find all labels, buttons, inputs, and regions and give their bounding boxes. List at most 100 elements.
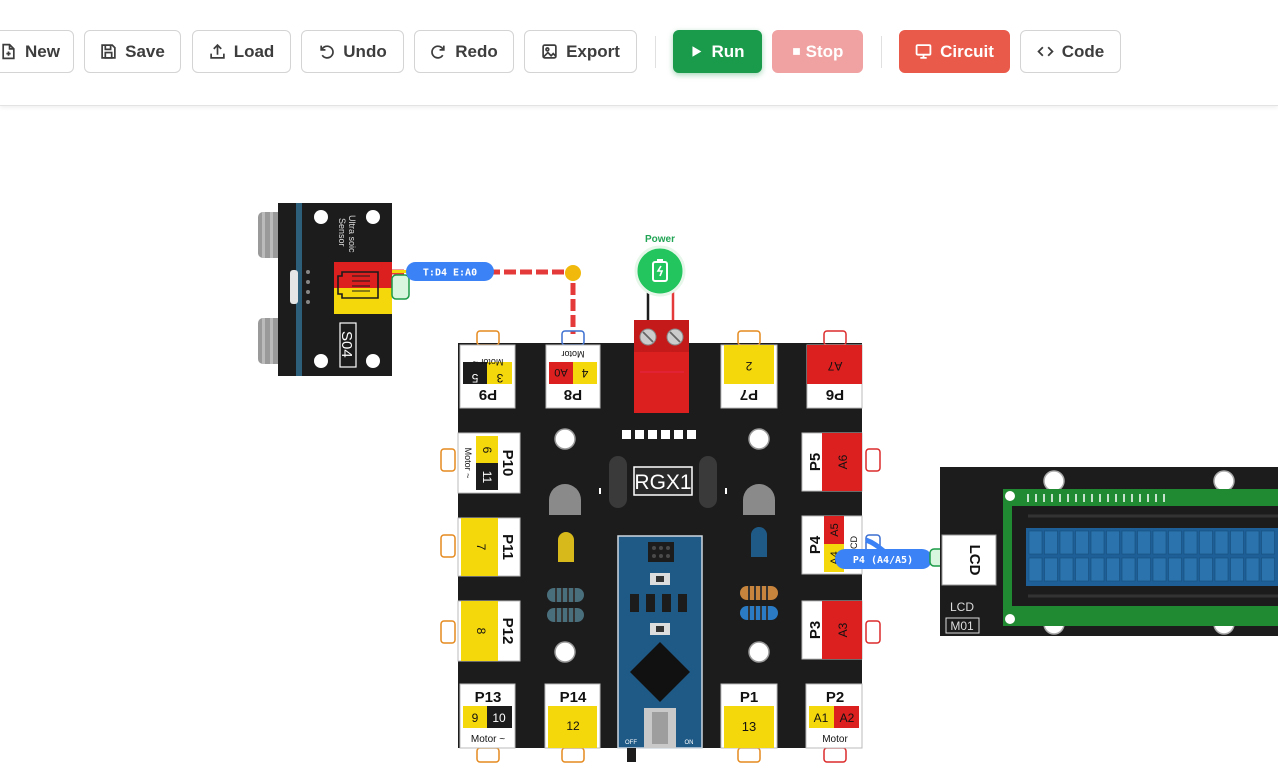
switch-off-label: OFF <box>625 740 637 746</box>
lcd-cell <box>1183 557 1198 582</box>
stop-button[interactable]: Stop <box>772 30 863 73</box>
ultrasonic-title-2: Sensor <box>337 218 347 247</box>
port-p3[interactable]: A3 P3 <box>801 600 863 660</box>
lcd-cell <box>1106 557 1120 582</box>
lcd-cell <box>1121 530 1136 555</box>
lcd-cell <box>1168 530 1182 555</box>
ultrasonic-title: Ultra soic <box>347 215 357 253</box>
connection-badge[interactable] <box>835 549 932 569</box>
mount-hole <box>314 354 328 368</box>
code-button-label: Code <box>1061 41 1105 61</box>
lcd-pcb-hole <box>1005 491 1015 501</box>
mount-hole <box>314 210 328 224</box>
circuit-button[interactable]: Circuit <box>899 30 1010 73</box>
buzzer-left <box>549 484 601 515</box>
circuit-button-label: Circuit <box>940 41 994 61</box>
port-p10[interactable]: Motor ~ 6 11 P10 <box>457 432 521 494</box>
port-p4-name: P4 <box>807 535 824 554</box>
port-p1[interactable]: P1 13 <box>720 683 778 749</box>
port-p10-motor: Motor ~ <box>463 448 473 479</box>
code-button[interactable]: Code <box>1020 30 1121 73</box>
power-button[interactable]: Power <box>634 234 686 297</box>
lcd-cell <box>1075 557 1089 582</box>
port-p4-pin-a: A5 <box>829 523 841 536</box>
connection-badge[interactable] <box>406 262 494 281</box>
save-button[interactable]: Save <box>84 30 181 73</box>
wire-bend-handle[interactable] <box>565 265 581 281</box>
port-p9-name: P9 <box>479 386 497 403</box>
lcd-cell <box>1168 557 1182 582</box>
port-p7[interactable]: 2 P7 <box>720 344 778 409</box>
port-p6-name: P6 <box>826 386 844 403</box>
redo-icon <box>431 45 445 59</box>
ultrasonic-model: S04 <box>338 331 355 358</box>
lcd-cell <box>1028 530 1043 555</box>
port-p5[interactable]: A6 P5 <box>801 432 863 492</box>
lcd-connector-label: LCD <box>966 545 983 576</box>
lcd-cell <box>1214 557 1229 582</box>
port-p13-motor: Motor ~ <box>471 734 505 745</box>
port-p9-pin-a: 5 <box>471 371 478 385</box>
port-p5-pin: A6 <box>836 454 850 469</box>
port-p11-pin: 7 <box>474 544 488 551</box>
lcd-module[interactable]: LCD LCD M01 <box>940 467 1278 636</box>
port-p3-pin: A3 <box>836 622 850 637</box>
port-p8-name: P8 <box>564 386 582 403</box>
new-button[interactable]: New <box>0 30 74 73</box>
port-p8[interactable]: Motor A0 4 P8 <box>545 344 601 409</box>
wire-ultrasonic-p8[interactable]: T:D4 E:A0 <box>391 262 581 334</box>
port-p1-name: P1 <box>740 689 758 706</box>
lcd-cell <box>1152 557 1167 582</box>
ultrasonic-model-box <box>339 322 357 368</box>
load-button-label: Load <box>233 41 275 61</box>
upload-icon <box>209 43 225 59</box>
ultrasonic-edge-stripe <box>296 203 302 376</box>
port-p14[interactable]: P14 12 <box>544 683 601 749</box>
rgx1-board[interactable]: Power <box>440 234 881 763</box>
port-p14-name: P14 <box>560 689 587 706</box>
port-p13-pin-b: 10 <box>492 711 506 725</box>
led-yellow <box>558 532 574 562</box>
port-p6[interactable]: A7 P6 <box>806 344 863 409</box>
port-p10-pin-b: 11 <box>480 471 494 484</box>
run-button-label: Run <box>711 41 745 61</box>
port-p2[interactable]: P2 A1 A2 Motor <box>805 683 863 749</box>
run-button[interactable]: Run <box>673 30 762 73</box>
port-p13-name: P13 <box>475 689 502 706</box>
crystal <box>290 270 298 304</box>
redo-button[interactable]: Redo <box>414 30 514 73</box>
buzzer-right <box>725 484 775 515</box>
port-p12[interactable]: 8 P12 <box>457 600 521 662</box>
ultrasonic-connector <box>334 262 392 314</box>
lcd-cell <box>1059 530 1074 555</box>
port-p12-pin: 8 <box>474 628 488 635</box>
lcd-cell <box>1137 557 1151 582</box>
port-p11[interactable]: 7 P11 <box>457 517 521 577</box>
port-p2-pin-b: A2 <box>840 711 855 725</box>
load-button[interactable]: Load <box>192 30 291 73</box>
lcd-cell <box>1075 530 1089 555</box>
monitor-icon <box>915 44 932 59</box>
port-p9-pin-b: 3 <box>496 371 503 385</box>
lcd-cell <box>1090 530 1105 555</box>
port-p8-motor: Motor <box>561 349 584 359</box>
connection-badge-label: T:D4 E:A0 <box>423 268 477 279</box>
port-p9[interactable]: Motor ~ 5 3 P9 <box>459 344 516 409</box>
led-blue <box>751 527 767 557</box>
circuit-canvas[interactable]: Ultra soic Sensor S04 T:D4 E:A0 <box>0 107 1278 770</box>
port-p8-pin-b: 4 <box>581 366 588 380</box>
lcd-cell <box>1137 530 1151 555</box>
lcd-model: M01 <box>950 619 974 633</box>
lcd-cell <box>1230 530 1244 555</box>
port-p7-name: P7 <box>740 386 758 403</box>
arduino-nano: OFF ON <box>617 535 703 762</box>
connector-socket[interactable] <box>391 274 410 300</box>
ultrasonic-sensor[interactable]: Ultra soic Sensor S04 <box>258 203 392 376</box>
port-p13[interactable]: P13 9 10 Motor ~ <box>459 683 516 749</box>
port-p14-pin: 12 <box>566 719 580 733</box>
toolbar: New Save Load Undo Redo Export Run Stop … <box>0 0 1278 106</box>
export-button[interactable]: Export <box>524 30 637 73</box>
port-p10-pin-a: 6 <box>480 447 494 454</box>
undo-button[interactable]: Undo <box>301 30 404 73</box>
port-p3-name: P3 <box>807 621 824 639</box>
